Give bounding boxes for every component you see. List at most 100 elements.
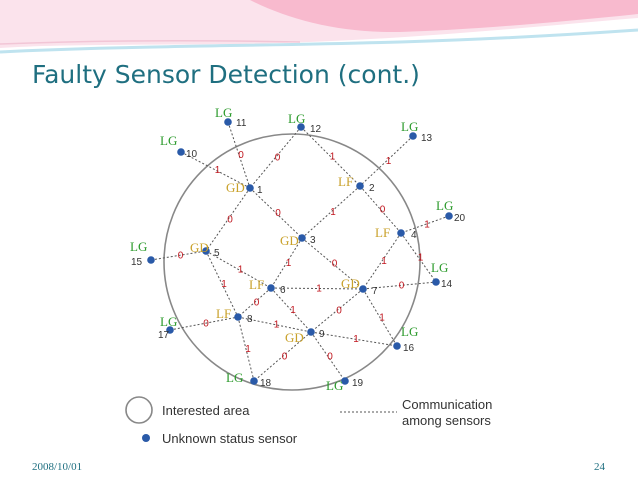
page-number: 24 bbox=[594, 461, 605, 473]
edge-6-8 bbox=[237, 287, 272, 318]
edge-9-19 bbox=[310, 331, 346, 382]
sensor-dot bbox=[359, 285, 367, 293]
edge-7-9 bbox=[310, 288, 364, 333]
legend-sensor-icon bbox=[142, 434, 150, 442]
edge-label-15-5: 0 bbox=[178, 251, 184, 262]
footer-date: 2008/10/01 bbox=[32, 461, 83, 473]
sensor-tag: LG bbox=[160, 314, 177, 329]
sensor-tag: LF bbox=[375, 225, 390, 240]
sensor-tag: LF bbox=[216, 306, 231, 321]
sensor-number: 8 bbox=[247, 314, 253, 325]
edge-label-9-18: 0 bbox=[282, 352, 288, 363]
edge-2-3 bbox=[301, 185, 361, 239]
sensor-number: 6 bbox=[280, 285, 286, 296]
edge-20-4 bbox=[400, 215, 450, 234]
sensor-dot bbox=[397, 229, 405, 237]
sensor-number: 20 bbox=[454, 213, 466, 224]
edge-3-6 bbox=[270, 237, 303, 289]
sensor-tag: LG bbox=[436, 198, 453, 213]
sensor-number: 15 bbox=[131, 257, 143, 268]
edge-8-9 bbox=[237, 316, 312, 333]
edge-label-9-16: 1 bbox=[353, 334, 359, 345]
sensor-tag: LG bbox=[226, 370, 243, 385]
sensor-number: 7 bbox=[372, 286, 378, 297]
edge-label-4-7: 1 bbox=[381, 256, 387, 267]
edge-12-2 bbox=[300, 126, 361, 187]
edge-label-10-1: 1 bbox=[215, 165, 221, 176]
sensor-number: 19 bbox=[352, 378, 364, 389]
slide-title: Faulty Sensor Detection (cont.) bbox=[32, 60, 420, 89]
edge-7-14 bbox=[362, 281, 437, 290]
sensor-dot bbox=[267, 284, 275, 292]
edge-12-1 bbox=[249, 126, 302, 189]
edge-label-2-3: 1 bbox=[330, 207, 336, 218]
sensor-number: 1 bbox=[257, 185, 263, 196]
edge-label-2-4: 0 bbox=[380, 205, 386, 216]
sensor-tag: GD bbox=[226, 180, 245, 195]
edge-label-13-2: 1 bbox=[386, 156, 392, 167]
sensor-number: 17 bbox=[158, 330, 170, 341]
sensor-node-8: 8 LF bbox=[216, 306, 253, 325]
sensor-number: 9 bbox=[319, 329, 325, 340]
edge-label-17-8: 0 bbox=[203, 319, 209, 330]
edge-label-5-6: 1 bbox=[238, 265, 244, 276]
edge-label-4-14: 1 bbox=[418, 253, 424, 264]
sensor-dot bbox=[246, 184, 254, 192]
sensor-dot bbox=[356, 182, 364, 190]
edge-label-11-1: 0 bbox=[238, 150, 244, 161]
edge-1-3 bbox=[249, 187, 303, 239]
sensor-dot bbox=[298, 234, 306, 242]
sensor-dot bbox=[307, 328, 315, 336]
sensor-tag: LG bbox=[130, 239, 147, 254]
sensor-dot bbox=[432, 278, 440, 286]
sensor-node-7: 7GD bbox=[341, 276, 378, 297]
sensor-number: 5 bbox=[214, 248, 220, 259]
edge-label-6-9: 1 bbox=[290, 305, 296, 316]
edge-label-3-6: 1 bbox=[286, 258, 292, 269]
sensor-node-6: 6 LF bbox=[249, 277, 286, 296]
legend-sensor-label: Unknown status sensor bbox=[162, 431, 298, 446]
edge-label-8-18: 1 bbox=[245, 344, 251, 355]
sensor-node-1: 1 GD bbox=[226, 180, 263, 196]
edge-9-18 bbox=[253, 331, 312, 382]
edge-3-7 bbox=[301, 237, 364, 290]
sensor-number: 2 bbox=[369, 183, 375, 194]
edge-label-1-3: 0 bbox=[275, 208, 281, 219]
sensor-dot bbox=[409, 132, 417, 140]
sensor-tag: LF bbox=[338, 174, 353, 189]
edge-1-5 bbox=[205, 187, 251, 252]
legend: Interested area Communication among sens… bbox=[125, 396, 492, 446]
edge-label-7-14: 0 bbox=[399, 281, 405, 292]
sensor-number: 10 bbox=[186, 149, 198, 160]
sensor-tag: LG bbox=[431, 260, 448, 275]
sensor-tag: LF bbox=[249, 277, 264, 292]
edge-8-18 bbox=[237, 316, 255, 382]
sensor-dot bbox=[234, 313, 242, 321]
sensor-dot bbox=[166, 326, 174, 334]
legend-area-icon bbox=[125, 396, 153, 424]
sensor-tag: LG bbox=[215, 105, 232, 120]
interested-area-circle bbox=[163, 133, 421, 391]
sensor-number: 18 bbox=[260, 378, 272, 389]
sensor-dot bbox=[224, 118, 232, 126]
sensor-number: 3 bbox=[310, 235, 316, 246]
sensor-dot bbox=[445, 212, 453, 220]
sensor-dot bbox=[250, 377, 258, 385]
sensor-tag: LG bbox=[160, 133, 177, 148]
edge-5-6 bbox=[205, 250, 272, 289]
sensor-node-3: 3 GD bbox=[280, 233, 316, 248]
sensor-tag: GD bbox=[280, 233, 299, 248]
edge-label-9-19: 0 bbox=[327, 352, 333, 363]
sensor-tag: GD bbox=[285, 330, 304, 345]
edge-17-8 bbox=[169, 316, 239, 331]
edge-7-16 bbox=[362, 288, 398, 347]
sensor-number: 13 bbox=[421, 133, 433, 144]
edge-6-7 bbox=[270, 287, 364, 290]
sensor-tag: LG bbox=[326, 378, 343, 393]
edge-label-7-16: 1 bbox=[379, 313, 385, 324]
